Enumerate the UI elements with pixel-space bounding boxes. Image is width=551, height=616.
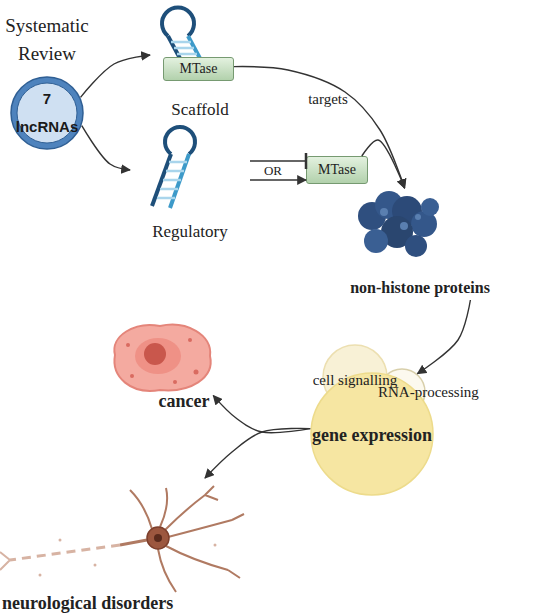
protein-blob (364, 229, 388, 253)
regulatory-group: Regulatory (130, 125, 250, 245)
cancer-dot (188, 338, 192, 342)
cancer-dot (130, 374, 134, 378)
debris-dot (59, 539, 62, 542)
cancer-dot (126, 343, 130, 347)
protein-blob (405, 235, 427, 257)
node-text: gene expression (280, 424, 464, 446)
protein-blob (421, 198, 439, 216)
arrow-connector (362, 140, 405, 188)
arrow-connector (417, 300, 470, 374)
neuron-axon (10, 545, 120, 560)
mtase-box: MTase (306, 156, 368, 184)
neuron-nucleus (154, 534, 162, 542)
arrow-connector (234, 67, 405, 188)
node-text: MTase (307, 161, 367, 179)
cancer-cell (114, 325, 210, 391)
protein-highlight (400, 222, 408, 230)
cancer-cytoplasm (135, 338, 181, 374)
node-text: MTase (164, 60, 233, 78)
disease-group: cancer (108, 322, 220, 414)
rna-loop (162, 8, 194, 36)
circle-shape (11, 77, 83, 149)
debris-dot (39, 574, 42, 577)
neuron-soma (147, 527, 169, 549)
disease-group: neurological disorders (0, 478, 250, 616)
node-text: Regulatory (130, 222, 250, 242)
lncrna-circle: Systematic Review7 lncRNAs (10, 76, 84, 150)
arrow-connector (82, 126, 130, 170)
edge-label: targets (296, 90, 360, 108)
axon-terminal (0, 552, 10, 570)
protein-highlight (380, 208, 388, 216)
node-text: RNA-processing (378, 383, 538, 401)
protein-highlight (415, 214, 421, 220)
node-text: neurological disorders (2, 592, 222, 614)
node-text: Scaffold (150, 100, 250, 120)
arrow-connector (81, 55, 150, 97)
cancer-dot (194, 370, 199, 375)
arrow-connector (213, 396, 310, 433)
arrow-connector (250, 179, 306, 180)
circle-outline (10, 76, 84, 150)
neuron-dendrites (130, 486, 244, 592)
node-text: cancer (148, 390, 220, 412)
inhibition-connector (250, 160, 306, 161)
debris-dot (94, 564, 97, 567)
debris-dot (214, 544, 217, 547)
node-text: non-histone proteins (340, 278, 500, 298)
arrow-connector (205, 428, 310, 478)
scaffold-group: Scaffold MTase (150, 0, 250, 125)
connector-note: OR (256, 163, 290, 179)
cancer-nucleus (144, 343, 166, 365)
neuron-axon (120, 540, 147, 545)
node-text: Systematic Review (0, 12, 106, 68)
node-text: 7 lncRNAs (13, 85, 81, 141)
cancer-dot (173, 380, 177, 384)
rna-loop (165, 127, 195, 154)
mtase-box: MTase (163, 57, 234, 81)
rna-base-pairs (157, 162, 187, 198)
protein-group: non-histone proteins (350, 188, 490, 300)
